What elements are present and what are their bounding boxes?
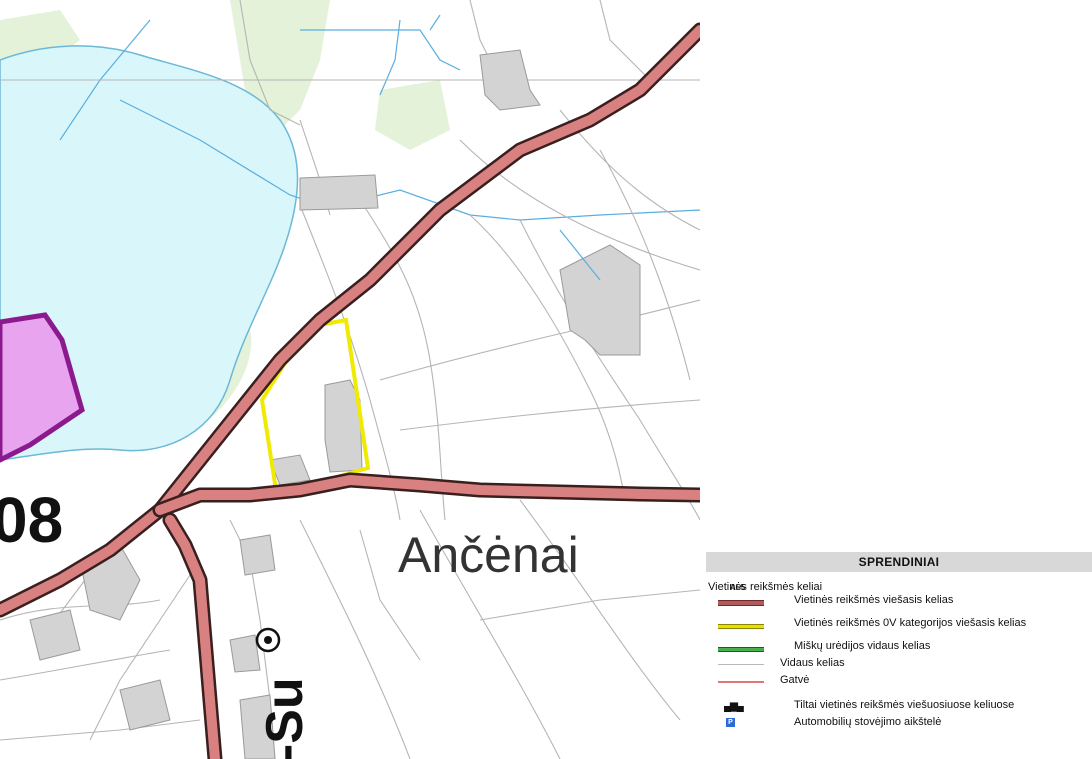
zone-polygon	[0, 312, 85, 463]
local-roads	[0, 22, 700, 759]
road-code-label: Al-5	[730, 583, 746, 592]
legend-section-title: Vietinės reikšmės keliai	[708, 581, 823, 593]
local-road-symbol	[718, 600, 764, 606]
legend-item-bridges: ▄▆▄ Tiltai vietinės reikšmės viešuosiuos…	[706, 698, 1092, 715]
internal-road-symbol	[718, 664, 764, 665]
place-label: Ančėnai	[398, 527, 579, 583]
stream	[59, 14, 700, 221]
zone-number-label: 08	[0, 484, 63, 556]
legend-item-label: Automobilių stovėjimo aikštelė	[794, 716, 942, 728]
buildings	[29, 49, 641, 759]
street-symbol	[718, 681, 764, 683]
green-area	[375, 80, 450, 150]
map-canvas[interactable]: Ančėnai 08 1-Su	[0, 0, 700, 759]
legend-item-label: Miškų urėdijos vidaus kelias	[794, 640, 931, 652]
legend-item-label: Tiltai vietinės reikšmės viešuosiuose ke…	[794, 699, 1015, 711]
lake	[0, 45, 299, 461]
road-label-vertical: 1-Su	[256, 677, 314, 759]
legend-panel: SPRENDINIAI Vietinės reikšmės keliai Al-…	[706, 552, 1092, 759]
ov-road-symbol	[718, 624, 764, 629]
legend-item-forest-road: Miškų urėdijos vidaus kelias	[706, 639, 1092, 656]
legend-item-label: Vidaus kelias	[780, 657, 845, 669]
legend-item-label: Vietinės reikšmės viešasis kelias	[794, 594, 954, 606]
legend-item-label: Gatvė	[780, 674, 810, 686]
forest-road-symbol	[718, 647, 764, 652]
legend-item-parking: P Automobilių stovėjimo aikštelė	[706, 715, 1092, 732]
parking-icon: P	[726, 718, 735, 727]
legend-item-street: Gatvė	[706, 673, 1092, 690]
point-symbol	[255, 627, 281, 653]
legend-item-local-road: Al-5 Vietinės reikšmės viešasis kelias	[706, 583, 1092, 610]
bridge-icon: ▄▆▄	[724, 701, 744, 712]
local-road-top-right	[559, 229, 601, 281]
legend-item-label: Vietinės reikšmės 0V kategorijos viešasi…	[794, 617, 1027, 629]
legend-item-ov-road: Vietinės reikšmės 0V kategorijos viešasi…	[706, 616, 1092, 633]
legend-header: SPRENDINIAI	[706, 552, 1092, 572]
map-svg: Ančėnai 08 1-Su	[0, 0, 700, 759]
legend-item-internal-road: Vidaus kelias	[706, 656, 1092, 673]
